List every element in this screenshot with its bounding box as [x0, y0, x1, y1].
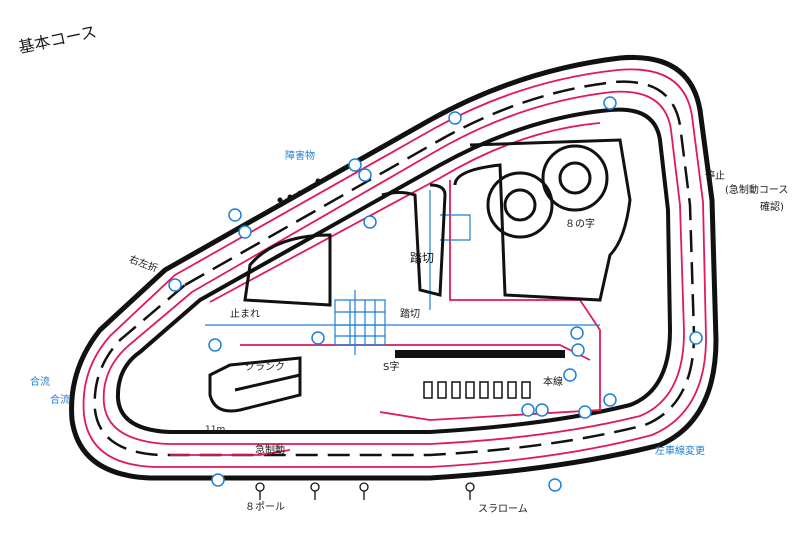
- label-railroad: 踏切: [400, 309, 420, 320]
- figure-eight: [486, 144, 609, 239]
- blue-lines: [205, 190, 600, 355]
- outer-road-outer: [69, 54, 719, 481]
- label-confirm: (急制動コース: [725, 185, 789, 196]
- label-slalom: スラローム: [478, 504, 528, 515]
- label-crossing: 踏切: [410, 251, 435, 265]
- label-junction: 合流: [30, 377, 50, 388]
- label-stop-right: 停止: [705, 171, 725, 182]
- label-merge-sub: 合流: [50, 395, 70, 406]
- circle-markers: [168, 96, 703, 492]
- parallel-parking-slots: [423, 381, 531, 399]
- label-eight-pole: ８ポール: [245, 502, 285, 513]
- label-main-merge: 本線: [543, 377, 563, 388]
- label-emergency: 急制動: [255, 445, 285, 456]
- label-right-lane: 左車線変更: [655, 446, 705, 457]
- stop-bar: [395, 350, 565, 358]
- label-confirm2: 確認): [760, 202, 784, 213]
- slalom-poles: [255, 482, 475, 500]
- inner-road-boundary: [115, 107, 673, 434]
- label-s-curve: S字: [383, 362, 400, 373]
- obstacle-dots: [277, 178, 321, 203]
- label-figure8: ８の字: [565, 219, 595, 230]
- label-stop-line: 止まれ: [230, 309, 260, 320]
- outer-road-inner: [93, 80, 696, 457]
- inner-blocks: [208, 138, 632, 413]
- label-distance: 11m: [205, 425, 226, 435]
- label-crank: クランク: [245, 362, 285, 373]
- label-obstacle: 障害物: [285, 151, 315, 162]
